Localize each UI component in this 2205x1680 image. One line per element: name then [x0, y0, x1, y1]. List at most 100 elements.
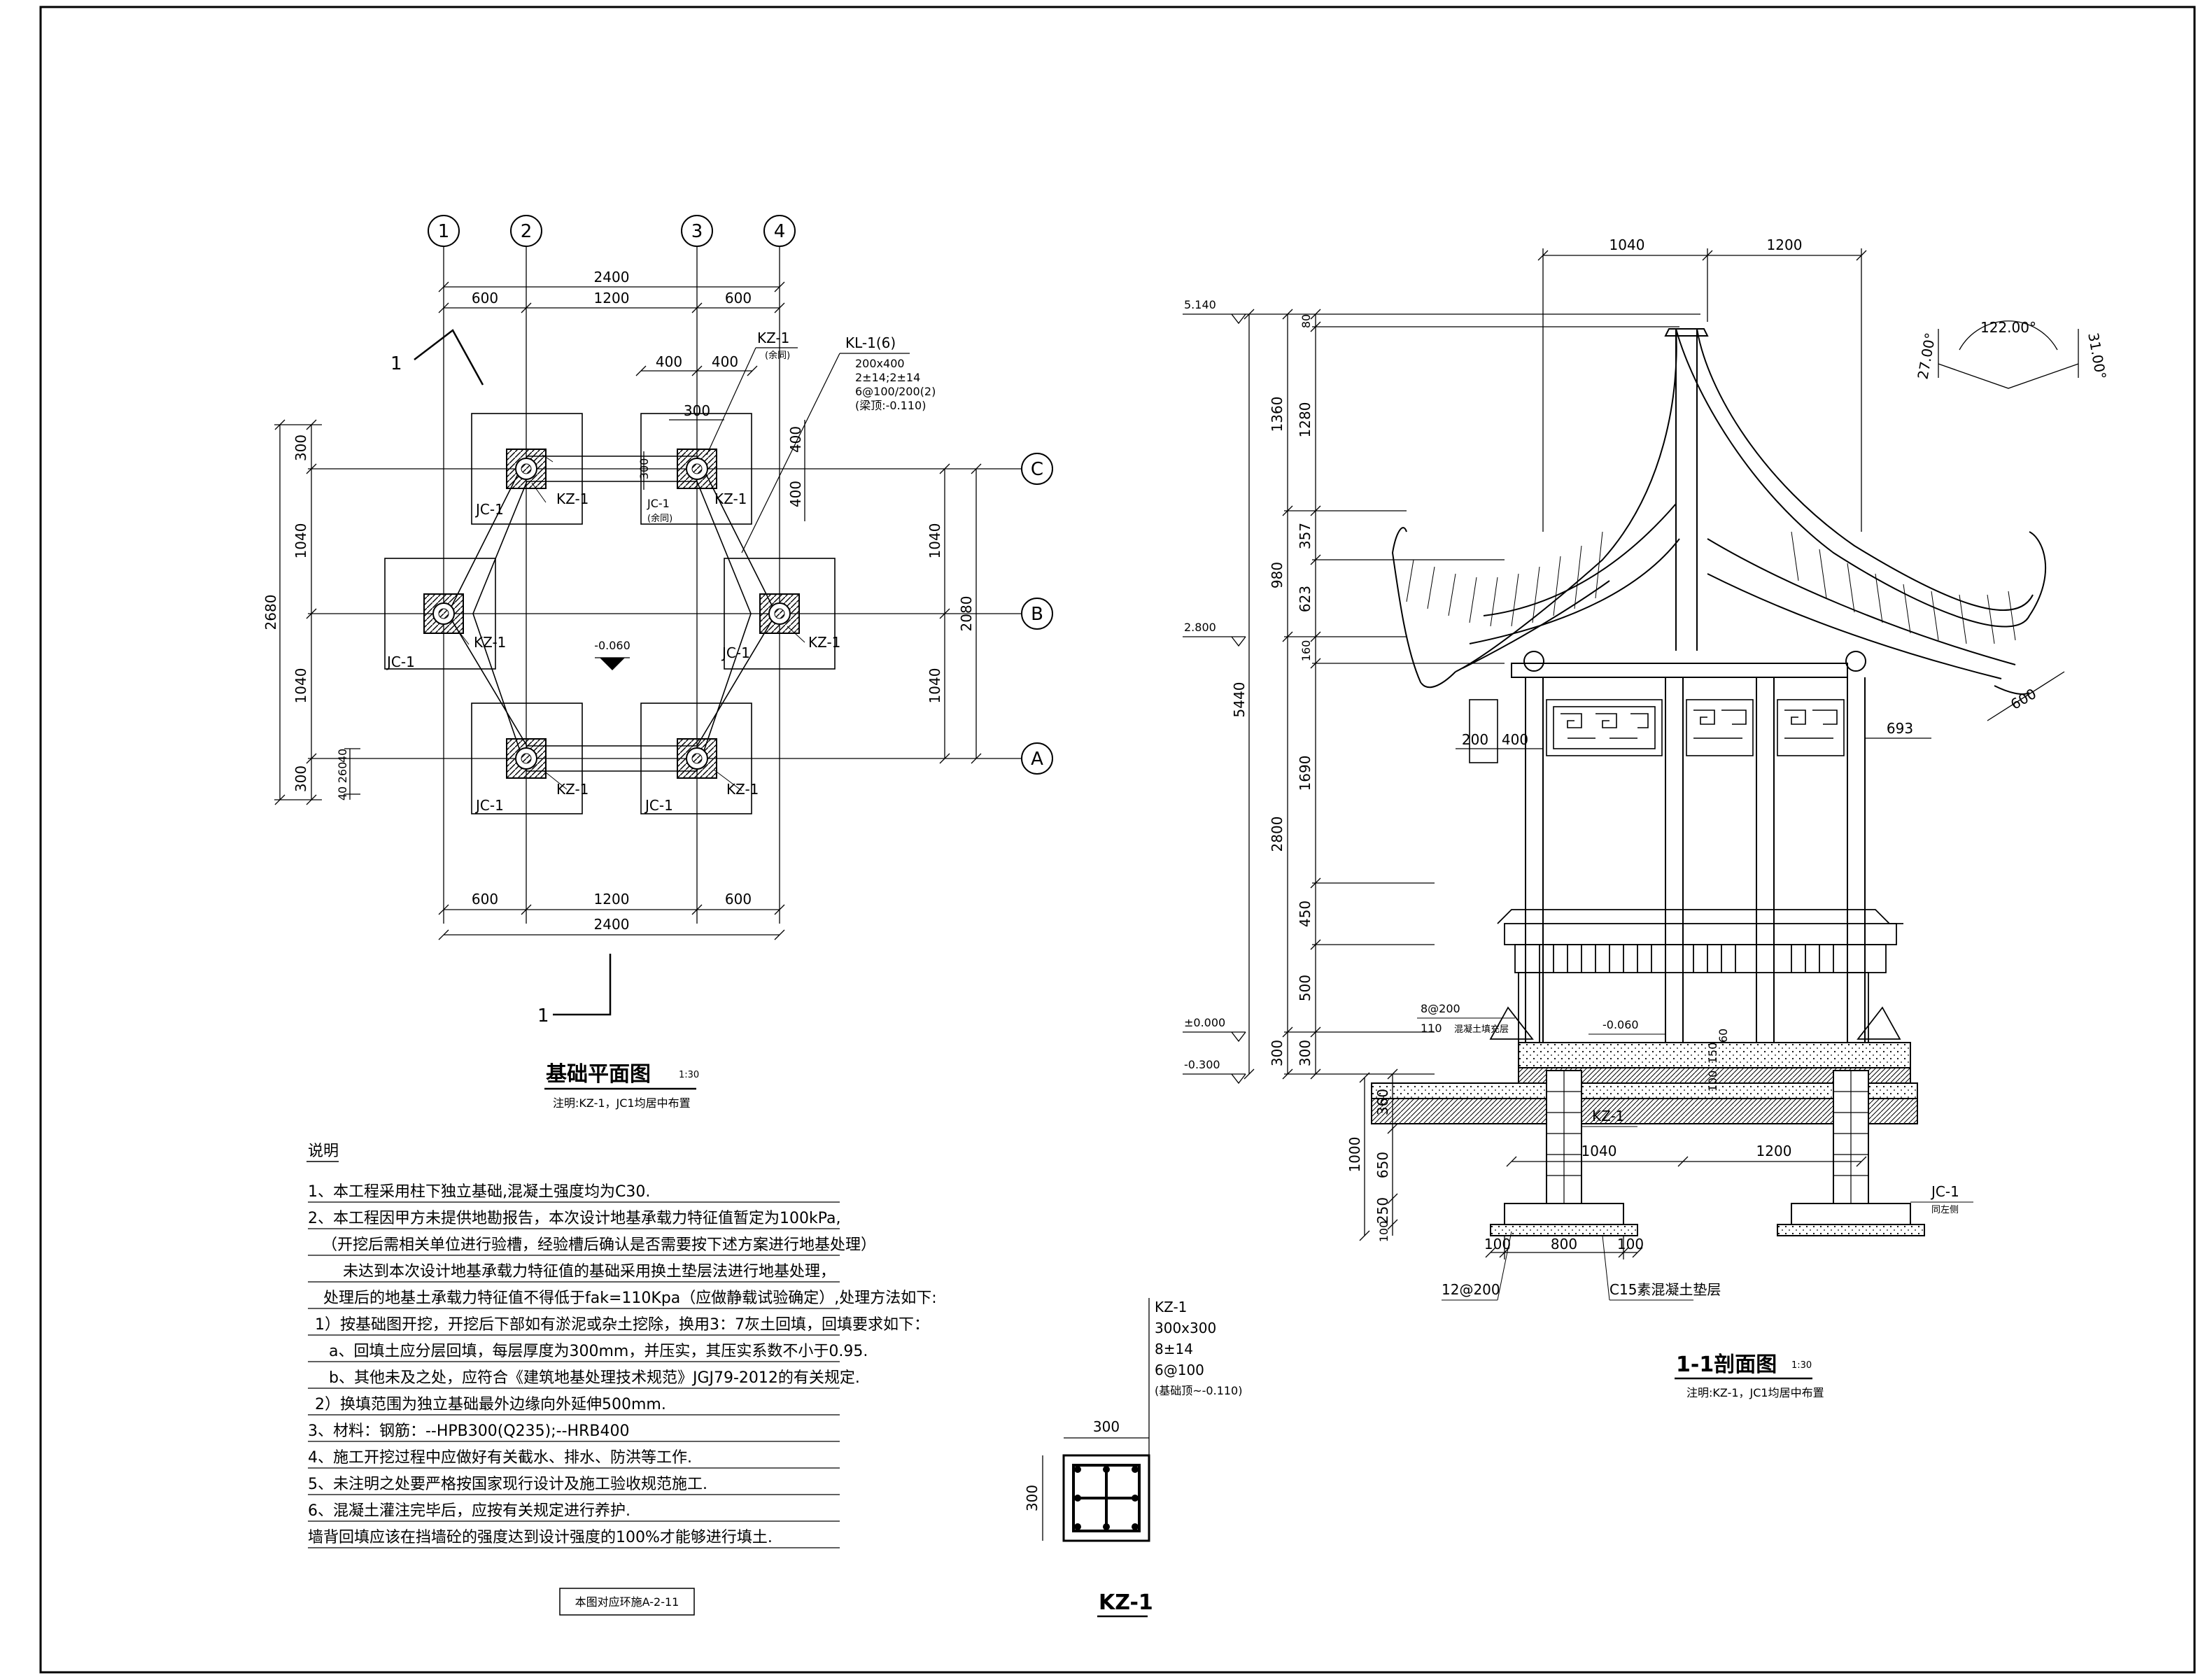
top-dim-lines	[1537, 248, 1867, 532]
elev-ground: -0.300	[1184, 1058, 1220, 1071]
section-kz1-label: KZ-1	[1592, 1108, 1624, 1124]
foundation-dim-lines	[1359, 1068, 1867, 1259]
plan-title: 基础平面图	[546, 1062, 651, 1087]
slab-110: 110	[1421, 1022, 1442, 1035]
jc1-label: JC-1	[721, 644, 750, 661]
grid-label-2: 2	[521, 221, 533, 242]
kz1-top-label: KZ-1	[757, 330, 789, 346]
note-line-3: （开挖后需相关单位进行验槽，经验槽后确认是否需要按下述方案进行地基处理）	[322, 1236, 876, 1254]
angle-31: 31.00°	[2085, 332, 2109, 381]
dim-100: 100	[1377, 1221, 1390, 1243]
rebar-12-200: 12@200	[1442, 1281, 1500, 1298]
rebar-8-200: 8@200	[1421, 1002, 1460, 1015]
dim-h-top: 300	[293, 435, 309, 461]
note-line-14: 墙背回填应该在挡墙砼的强度达到设计强度的100%才能够进行填土.	[308, 1529, 773, 1546]
dim-left-bottom: 600	[472, 891, 498, 908]
jc1-label: JC-1	[474, 501, 504, 518]
dim-h-2: 1040	[293, 668, 309, 704]
section-cut-marks	[414, 329, 612, 1016]
section-title: 1-1剖面图	[1676, 1353, 1777, 1377]
floor-slab	[1371, 1042, 1918, 1124]
dim-300: 300	[1269, 1040, 1285, 1066]
dim-right-1: 1040	[927, 523, 943, 559]
grid-bubbles-rows: C B A	[1021, 453, 1053, 775]
note-line-5: 处理后的地基土承载力特征值不得低于fak=110Kpa（应做静载试验确定）,处理…	[323, 1290, 937, 1307]
roof-angle-indicator	[1938, 320, 2079, 389]
jc1-label: JC-1	[386, 654, 415, 670]
dim-450: 450	[1297, 901, 1313, 927]
dim-980: 980	[1269, 562, 1285, 588]
section-scale: 1:30	[1791, 1360, 1812, 1371]
dim-right-total: 2080	[958, 596, 975, 632]
kz1-height: 300	[1024, 1485, 1041, 1511]
section-jc1-label: JC-1	[1930, 1183, 1959, 1200]
dim-right-2: 1040	[927, 668, 943, 704]
note-line-8: b、其他未及之处，应符合《建筑地基处理技术规范》JGJ79-2012的有关规定.	[329, 1369, 860, 1387]
slab-note: 混凝土填充层	[1454, 1024, 1509, 1035]
dim-r60: 60	[1717, 1029, 1730, 1043]
note-line-4: 未达到本次设计地基承载力特征值的基础采用换土垫层法进行地基处理，	[343, 1263, 836, 1280]
section-mark-top: 1	[390, 353, 402, 374]
dim-300: 300	[684, 402, 710, 419]
grid-lines	[308, 246, 1022, 924]
kz1-detail-title: KZ-1	[1099, 1590, 1153, 1615]
kz1-spec-rebar: 8±14	[1155, 1341, 1193, 1357]
same-note: (余同)	[647, 513, 672, 524]
dim-base-1040: 1040	[1581, 1143, 1617, 1159]
dim-650: 650	[1374, 1152, 1391, 1178]
pavilion-railing	[1489, 909, 1903, 1043]
dim-base-1200: 1200	[1756, 1143, 1792, 1159]
foundation-plan: 1 2 3 4 C B A 2400 6	[262, 215, 1053, 1110]
dim-357: 357	[1297, 523, 1313, 549]
dim-1280: 1280	[1297, 402, 1313, 438]
dim-1360: 1360	[1269, 397, 1285, 432]
kz1-rebars	[1074, 1466, 1139, 1530]
note-line-2: 2、本工程因甲方未提供地勘报告，本次设计地基承载力特征值暂定为100kPa,	[308, 1210, 840, 1227]
dim-total-width-top: 2400	[594, 269, 630, 285]
note-line-9: 2）换填范围为独立基础最外边缘向外延伸500mm.	[315, 1396, 666, 1413]
dim-top-1040: 1040	[1609, 237, 1645, 253]
kz1-label: KZ-1	[714, 490, 747, 507]
dim-800: 800	[1551, 1236, 1577, 1252]
right-dimension-lines	[939, 463, 982, 764]
jc1-footings	[384, 413, 836, 814]
dim-mid-bottom: 1200	[594, 891, 630, 908]
section-subnote: 注明:KZ-1，JC1均居中布置	[1686, 1386, 1824, 1399]
dim-360: 360	[1374, 1089, 1391, 1115]
grid-label-A: A	[1031, 749, 1043, 770]
elev-eave: 2.800	[1184, 621, 1216, 634]
kz1-spec-stirrup: 6@100	[1155, 1362, 1204, 1378]
note-line-11: 4、施工开挖过程中应做好有关截水、排水、防洪等工作.	[308, 1449, 692, 1467]
dim-1690: 1690	[1297, 756, 1313, 791]
dim-eave-600: 600	[2008, 685, 2039, 713]
beam-top-elev: (梁顶:-0.110)	[855, 399, 926, 412]
kz1-label: KZ-1	[808, 634, 840, 651]
kz1-column-detail: 300 300 KZ-1 300x300 8±14 6@100 (基础顶~-0.…	[1024, 1298, 1242, 1618]
plan-labels: JC-1 KZ-1 JC-1 (余同) KZ-1 JC-1 KZ-1 JC-1 …	[386, 330, 936, 814]
dim-400b: 400	[712, 353, 738, 370]
dim-400-v1: 400	[787, 426, 804, 453]
kz1-label: KZ-1	[556, 781, 589, 798]
dim-400: 400	[1502, 731, 1528, 748]
dim-r100: 100	[1706, 1071, 1719, 1092]
bottom-dimension-lines	[438, 904, 785, 940]
dim-693: 693	[1887, 720, 1913, 737]
kz1-width: 300	[1093, 1418, 1120, 1435]
dim-total-height: 5440	[1231, 682, 1248, 718]
kz1-spec-size: 300x300	[1155, 1320, 1216, 1336]
grid-label-3: 3	[691, 221, 703, 242]
note-line-12: 5、未注明之处要严格按国家现行设计及施工验收规范施工.	[308, 1476, 707, 1493]
c15-bedding: C15素混凝土垫层	[1609, 1281, 1721, 1298]
same-note-top: (余同)	[765, 350, 790, 361]
dim-total-width-bottom: 2400	[594, 916, 630, 933]
lattice-panels	[1469, 699, 1845, 763]
drawing-reference: 本图对应环施A-2-11	[575, 1595, 679, 1609]
dim-right-bottom: 600	[725, 891, 752, 908]
kz1-label: KZ-1	[556, 490, 589, 507]
section-footings	[1490, 1070, 1925, 1236]
dim-250: 250	[1374, 1197, 1391, 1224]
left-dimension-lines	[274, 419, 360, 805]
kz1-label: KZ-1	[474, 634, 506, 651]
elevation-markers	[1183, 313, 1246, 1085]
beam-size: 200x400	[855, 357, 905, 370]
